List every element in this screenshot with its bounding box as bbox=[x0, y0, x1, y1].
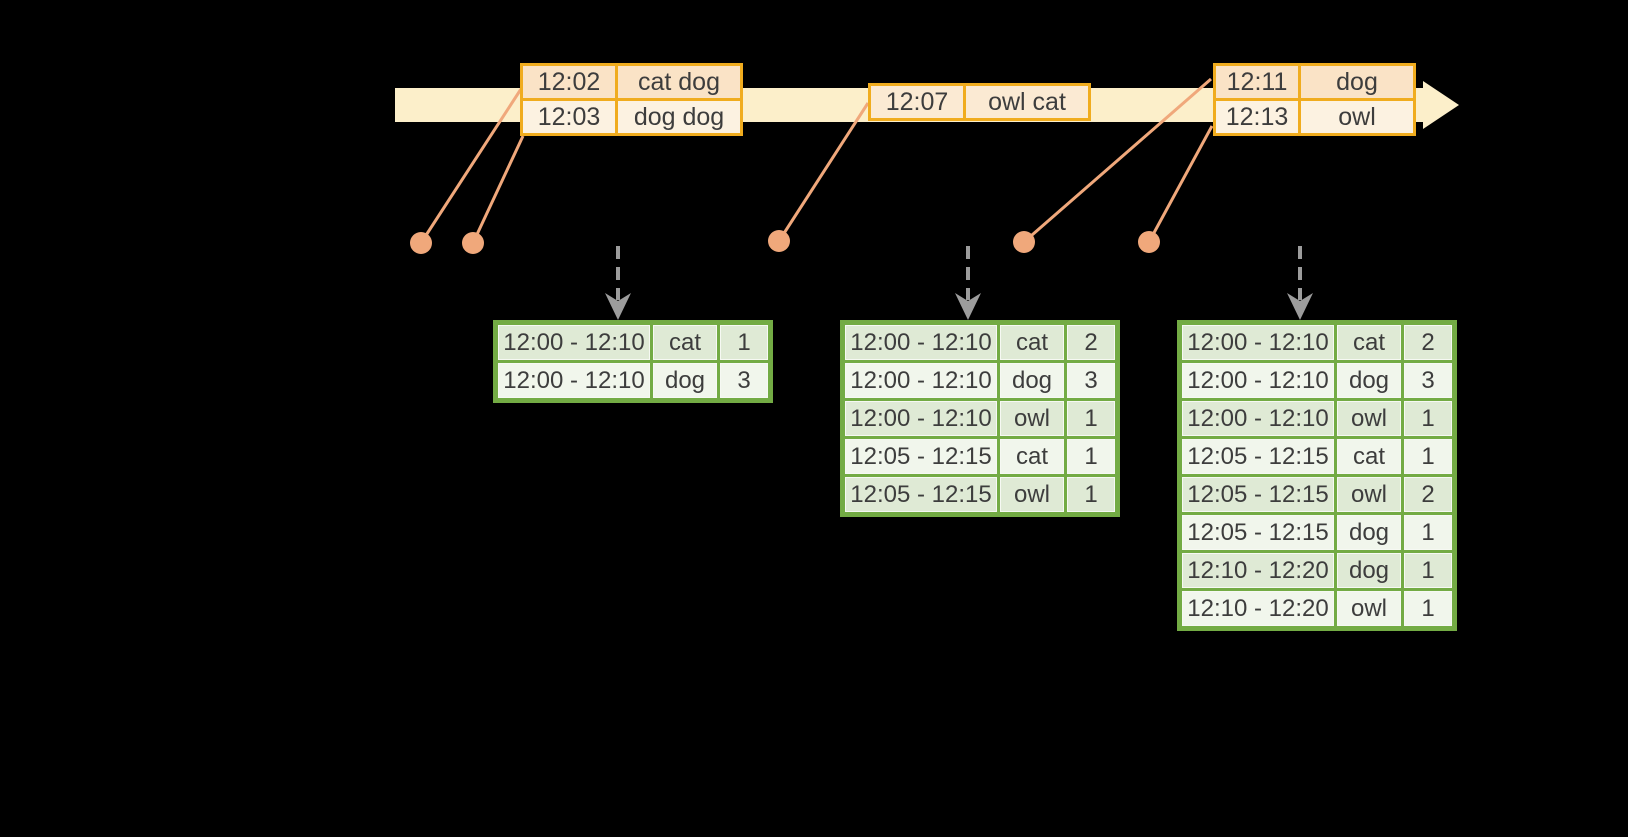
window-cell: 12:00 - 12:10 bbox=[498, 325, 650, 360]
count-cell: 2 bbox=[1067, 325, 1115, 360]
word-cell: dog bbox=[1337, 515, 1401, 550]
event-row: 12:07 owl cat bbox=[868, 83, 1091, 121]
word-cell: cat bbox=[1337, 439, 1401, 474]
event-dot bbox=[462, 232, 484, 254]
result-row: 12:05 - 12:15 owl 1 bbox=[845, 477, 1115, 512]
result-row: 12:05 - 12:15 owl 2 bbox=[1182, 477, 1452, 512]
window-cell: 12:00 - 12:10 bbox=[498, 363, 650, 398]
event-words-cell: dog bbox=[1298, 63, 1416, 101]
word-cell: dog bbox=[1000, 363, 1064, 398]
window-cell: 12:00 - 12:10 bbox=[1182, 325, 1334, 360]
window-cell: 12:05 - 12:15 bbox=[1182, 439, 1334, 474]
count-cell: 1 bbox=[1067, 439, 1115, 474]
trigger-arrowhead-icon bbox=[955, 293, 981, 320]
window-cell: 12:00 - 12:10 bbox=[845, 325, 997, 360]
event-time-cell: 12:07 bbox=[868, 83, 966, 121]
result-table-1: 12:00 - 12:10 cat 1 12:00 - 12:10 dog 3 bbox=[493, 320, 773, 403]
trigger-arrow bbox=[605, 246, 631, 320]
event-row: 12:11 dog bbox=[1213, 63, 1416, 101]
event-connector-line bbox=[1147, 125, 1214, 243]
result-row: 12:10 - 12:20 owl 1 bbox=[1182, 591, 1452, 626]
window-cell: 12:00 - 12:10 bbox=[1182, 363, 1334, 398]
word-cell: cat bbox=[1337, 325, 1401, 360]
window-cell: 12:10 - 12:20 bbox=[1182, 591, 1334, 626]
count-cell: 1 bbox=[1404, 439, 1452, 474]
window-cell: 12:05 - 12:15 bbox=[1182, 477, 1334, 512]
window-cell: 12:05 - 12:15 bbox=[845, 477, 997, 512]
window-cell: 12:05 - 12:15 bbox=[845, 439, 997, 474]
event-time-cell: 12:02 bbox=[520, 63, 618, 101]
result-table-2: 12:00 - 12:10 cat 2 12:00 - 12:10 dog 3 … bbox=[840, 320, 1120, 517]
count-cell: 1 bbox=[720, 325, 768, 360]
result-row: 12:00 - 12:10 cat 2 bbox=[1182, 325, 1452, 360]
event-dot bbox=[1138, 231, 1160, 253]
count-cell: 2 bbox=[1404, 325, 1452, 360]
trigger-arrowhead-icon bbox=[605, 293, 631, 320]
event-words-cell: owl bbox=[1298, 98, 1416, 136]
event-words-cell: dog dog bbox=[615, 98, 743, 136]
word-cell: dog bbox=[1337, 363, 1401, 398]
word-cell: dog bbox=[653, 363, 717, 398]
event-dot bbox=[410, 232, 432, 254]
result-row: 12:00 - 12:10 owl 1 bbox=[845, 401, 1115, 436]
event-dot bbox=[768, 230, 790, 252]
event-time-cell: 12:03 bbox=[520, 98, 618, 136]
event-time-cell: 12:13 bbox=[1213, 98, 1301, 136]
word-cell: owl bbox=[1000, 477, 1064, 512]
count-cell: 2 bbox=[1404, 477, 1452, 512]
window-cell: 12:10 - 12:20 bbox=[1182, 553, 1334, 588]
trigger-arrowhead-icon bbox=[1287, 293, 1313, 320]
word-cell: cat bbox=[653, 325, 717, 360]
trigger-arrow bbox=[1287, 246, 1313, 320]
window-cell: 12:00 - 12:10 bbox=[1182, 401, 1334, 436]
event-words-cell: cat dog bbox=[615, 63, 743, 101]
count-cell: 3 bbox=[720, 363, 768, 398]
result-row: 12:05 - 12:15 cat 1 bbox=[1182, 439, 1452, 474]
event-connector-line bbox=[471, 135, 525, 244]
word-cell: cat bbox=[1000, 325, 1064, 360]
result-row: 12:00 - 12:10 cat 1 bbox=[498, 325, 768, 360]
count-cell: 1 bbox=[1404, 553, 1452, 588]
timeline-arrowhead-icon bbox=[1423, 81, 1459, 129]
result-row: 12:00 - 12:10 cat 2 bbox=[845, 325, 1115, 360]
count-cell: 1 bbox=[1404, 401, 1452, 436]
count-cell: 1 bbox=[1404, 591, 1452, 626]
window-cell: 12:05 - 12:15 bbox=[1182, 515, 1334, 550]
event-dot bbox=[1013, 231, 1035, 253]
word-cell: cat bbox=[1000, 439, 1064, 474]
count-cell: 3 bbox=[1067, 363, 1115, 398]
result-row: 12:10 - 12:20 dog 1 bbox=[1182, 553, 1452, 588]
word-cell: dog bbox=[1337, 553, 1401, 588]
window-cell: 12:00 - 12:10 bbox=[845, 401, 997, 436]
event-row: 12:02 cat dog bbox=[520, 63, 743, 101]
event-table-2: 12:07 owl cat bbox=[868, 83, 1091, 121]
event-words-cell: owl cat bbox=[963, 83, 1091, 121]
event-row: 12:13 owl bbox=[1213, 98, 1416, 136]
result-table-3: 12:00 - 12:10 cat 2 12:00 - 12:10 dog 3 … bbox=[1177, 320, 1457, 631]
count-cell: 1 bbox=[1404, 515, 1452, 550]
event-table-3: 12:11 dog 12:13 owl bbox=[1213, 63, 1416, 136]
result-row: 12:00 - 12:10 dog 3 bbox=[498, 363, 768, 398]
word-cell: owl bbox=[1337, 477, 1401, 512]
result-row: 12:05 - 12:15 dog 1 bbox=[1182, 515, 1452, 550]
result-row: 12:00 - 12:10 owl 1 bbox=[1182, 401, 1452, 436]
count-cell: 1 bbox=[1067, 477, 1115, 512]
result-row: 12:00 - 12:10 dog 3 bbox=[845, 363, 1115, 398]
trigger-arrow bbox=[955, 246, 981, 320]
event-connector-line bbox=[777, 102, 870, 242]
event-row: 12:03 dog dog bbox=[520, 98, 743, 136]
result-row: 12:00 - 12:10 dog 3 bbox=[1182, 363, 1452, 398]
result-row: 12:05 - 12:15 cat 1 bbox=[845, 439, 1115, 474]
count-cell: 3 bbox=[1404, 363, 1452, 398]
word-cell: owl bbox=[1000, 401, 1064, 436]
event-table-1: 12:02 cat dog 12:03 dog dog bbox=[520, 63, 743, 136]
count-cell: 1 bbox=[1067, 401, 1115, 436]
event-time-cell: 12:11 bbox=[1213, 63, 1301, 101]
word-cell: owl bbox=[1337, 401, 1401, 436]
word-cell: owl bbox=[1337, 591, 1401, 626]
window-cell: 12:00 - 12:10 bbox=[845, 363, 997, 398]
